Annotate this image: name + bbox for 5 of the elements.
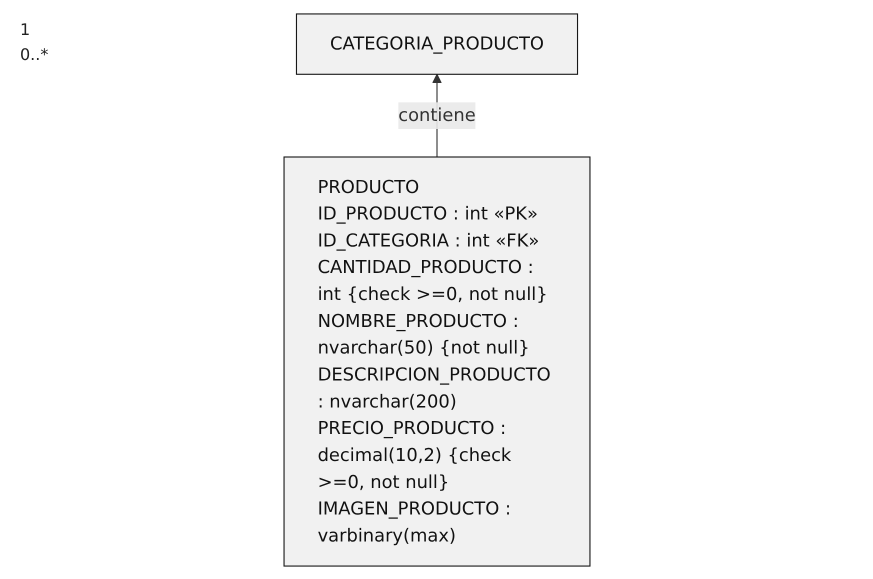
multiplicity-label: 0..* xyxy=(20,45,48,64)
node-box: CATEGORIA_PRODUCTO xyxy=(295,12,578,74)
edge-label: contiene xyxy=(398,104,476,126)
node-box: PRODUCTO ID_PRODUCTO : int «PK» ID_CATEGORIA : int «FK» CANTIDAD_PRODUCTO : int {check >=0, not null} NOMBRE_PRODUCTO : nvarchar(50) {not null} DESCRIPCION_PRODUCTO : nvarchar(200) PRECIO_PRODUCTO : decimal(10,2) {check >=0, not null} IMAGEN_PRODUCTO : varbinary(max) xyxy=(282,156,590,566)
multiplicity-label: 1 xyxy=(20,20,32,39)
